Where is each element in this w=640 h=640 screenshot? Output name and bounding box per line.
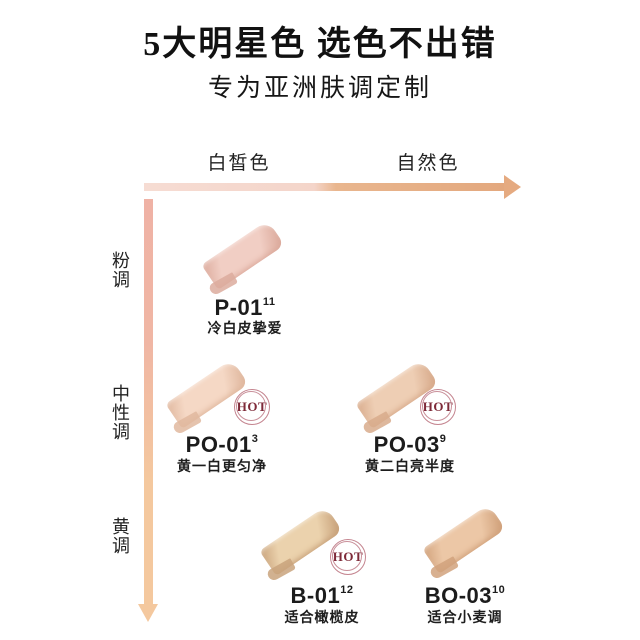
shade-description: 黄一白更匀净 bbox=[177, 458, 267, 474]
shade-code-superscript: 9 bbox=[439, 432, 447, 445]
page-title: 5大明星色 选色不出错 bbox=[143, 26, 497, 63]
vertical-axis-arrowhead-icon bbox=[138, 604, 158, 622]
shade-code: BO-0310 bbox=[410, 583, 520, 609]
foundation-swatch bbox=[422, 504, 506, 574]
shade-code: B-0112 bbox=[267, 583, 377, 609]
shade-code-text: PO-03 bbox=[373, 432, 440, 457]
shade-code-superscript: 12 bbox=[340, 583, 354, 596]
product-po-03: HOT PO-039 黄二白亮半度 bbox=[355, 359, 465, 475]
product-po-01: HOT PO-013 黄一白更匀净 bbox=[165, 359, 277, 475]
shade-description: 冷白皮挚爱 bbox=[207, 320, 283, 336]
product-b-01: HOT B-0112 适合橄榄皮 bbox=[259, 505, 377, 630]
foundation-swatch bbox=[165, 359, 249, 429]
hot-badge: HOT bbox=[420, 389, 456, 425]
axis-label-fair: 白皙色 bbox=[207, 153, 271, 174]
shade-code-text: P-01 bbox=[214, 295, 263, 320]
shade-code-text: BO-03 bbox=[424, 583, 493, 608]
product-p-01: P-0111 冷白皮挚爱 bbox=[190, 220, 300, 337]
shade-code-superscript: 11 bbox=[262, 295, 276, 308]
horizontal-axis-arrow bbox=[144, 183, 506, 191]
shade-description: 适合橄榄皮 bbox=[284, 609, 360, 625]
shade-description: 适合小麦调 bbox=[427, 609, 503, 625]
shade-code: P-0111 bbox=[190, 295, 300, 321]
shade-code: PO-039 bbox=[355, 432, 465, 458]
axis-label-natural: 自然色 bbox=[396, 153, 460, 174]
product-bo-03: BO-0310 适合小麦调 bbox=[410, 504, 520, 630]
shade-code-text: B-01 bbox=[290, 583, 341, 608]
vertical-axis-arrow bbox=[144, 199, 153, 605]
foundation-swatch bbox=[259, 506, 343, 576]
axis-label-pink-tone: 粉调 bbox=[110, 251, 130, 289]
horizontal-axis-arrowhead-icon bbox=[504, 175, 521, 199]
foundation-swatch bbox=[201, 220, 285, 290]
shade-code-text: PO-01 bbox=[185, 432, 252, 457]
hot-badge: HOT bbox=[330, 539, 366, 575]
shade-code: PO-013 bbox=[167, 432, 277, 458]
axis-label-neutral-tone: 中性调 bbox=[110, 384, 130, 441]
shade-code-superscript: 10 bbox=[492, 583, 506, 596]
shade-description: 黄二白亮半度 bbox=[365, 458, 455, 474]
page-subtitle: 专为亚洲肤调定制 bbox=[207, 74, 432, 102]
hot-badge: HOT bbox=[234, 389, 270, 425]
axis-label-yellow-tone: 黄调 bbox=[110, 517, 130, 555]
shade-code-superscript: 3 bbox=[251, 432, 259, 445]
